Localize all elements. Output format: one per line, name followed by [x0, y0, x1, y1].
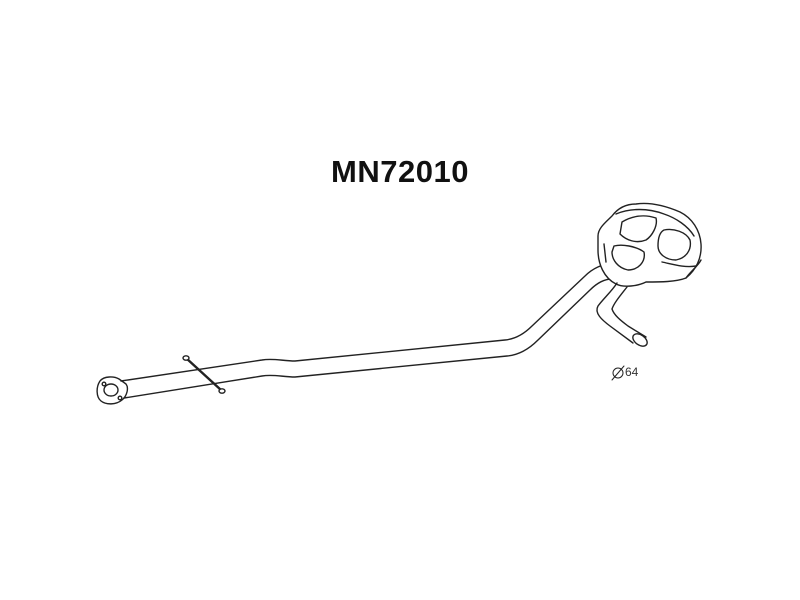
- main-pipe: [120, 263, 613, 399]
- outlet-pipe: [596, 282, 648, 347]
- part-number-title: MN72010: [331, 154, 469, 189]
- diameter-symbol-icon: [611, 365, 625, 381]
- muffler: [597, 202, 702, 287]
- outlet-diameter-label: 64: [625, 365, 639, 379]
- hanger-rod: [182, 355, 226, 394]
- inlet-flange: [96, 376, 129, 405]
